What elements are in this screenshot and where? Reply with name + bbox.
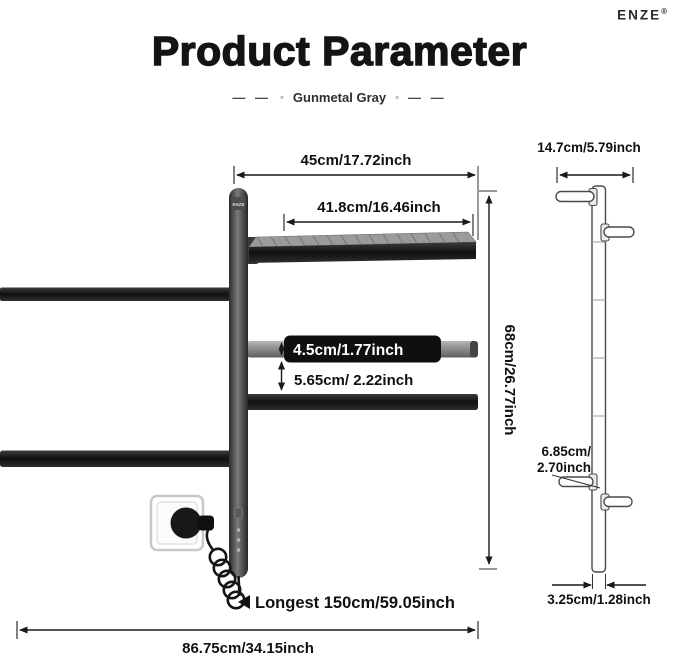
longest-arrow-icon [238,595,250,609]
badge-background [284,335,441,363]
top-shelf [241,231,477,264]
front-dimensions: 45cm/17.72inch 41.8cm/16.46inch 68cm/26.… [16,152,518,657]
cable-segment [237,575,241,597]
dim-longest-label: Longest 150cm/59.05inch [255,594,455,612]
thickness-badge: 4.5cm/1.77inch [284,335,441,363]
dim-side-offset-label-line1: 6.85cm/ [541,444,591,459]
side-view [555,185,635,573]
badge-thickness-label: 4.5cm/1.77inch [293,342,403,359]
subtitle-decor-left: — — [232,90,271,105]
brand-logo: ENZE® [617,7,667,23]
subtitle-dot-left-icon: ◦ [279,91,284,104]
front-view: ENZE 4.5cm/1.77inch [0,188,478,610]
main-pole: ENZE [229,188,248,578]
coiled-cable [205,529,246,610]
page-title: Product Parameter [151,27,528,74]
pole-body [229,188,248,578]
color-variant-label: Gunmetal Gray [292,90,387,105]
side-pole-joints [592,241,606,417]
swivel-arm-left-lower [0,450,238,467]
side-arm-top-left [555,190,595,203]
control-button-icon [236,538,241,542]
control-display [234,507,243,519]
side-arm-top-right [603,226,635,238]
plug-head [170,507,202,539]
control-button-icon [236,548,241,552]
dim-height-label: 68cm/26.77inch [501,325,518,436]
control-panel [234,507,243,552]
cable-coil-loop [217,569,237,589]
subtitle-decor-right: — — [408,90,447,105]
dim-side-top-label: 14.7cm/5.79inch [537,140,641,155]
pole-brand-text: ENZE [232,202,244,207]
control-button-icon [236,528,241,532]
dim-total-width-label: 86.75cm/34.15inch [182,640,314,657]
arm-end-cap [470,341,478,358]
dim-side-offset-label-line2: 2.70inch [537,460,591,475]
registered-mark: ® [661,7,667,16]
plug-stem [198,515,214,531]
subtitle: — — ◦ Gunmetal Gray ◦ — — [0,90,679,105]
cable-coil-loop [212,558,232,578]
cable-coil-loop [208,547,228,567]
shelf-slats [256,232,460,247]
dim-top-width-label: 45cm/17.72inch [301,152,412,169]
swivel-arm-right-lower [238,394,478,410]
dim-leader-line [551,474,601,489]
cable-segment [205,529,215,552]
swivel-arm-left-upper [0,287,238,301]
shelf-front-face [249,242,476,263]
side-arm-bottom-right [603,496,633,508]
dim-spacing-label: 5.65cm/ 2.22inch [294,372,413,389]
side-dimensions: 14.7cm/5.79inch 6.85cm/ 2.70inch 3.25cm/… [537,140,651,607]
power-plug [170,507,214,539]
side-pole [591,185,607,573]
brand-name: ENZE [617,7,662,23]
dim-arm-width-label: 41.8cm/16.46inch [317,199,440,216]
dim-side-bottom-label: 3.25cm/1.28inch [547,592,651,607]
subtitle-dot-right-icon: ◦ [395,91,399,104]
pole-brand-plate [231,197,246,210]
